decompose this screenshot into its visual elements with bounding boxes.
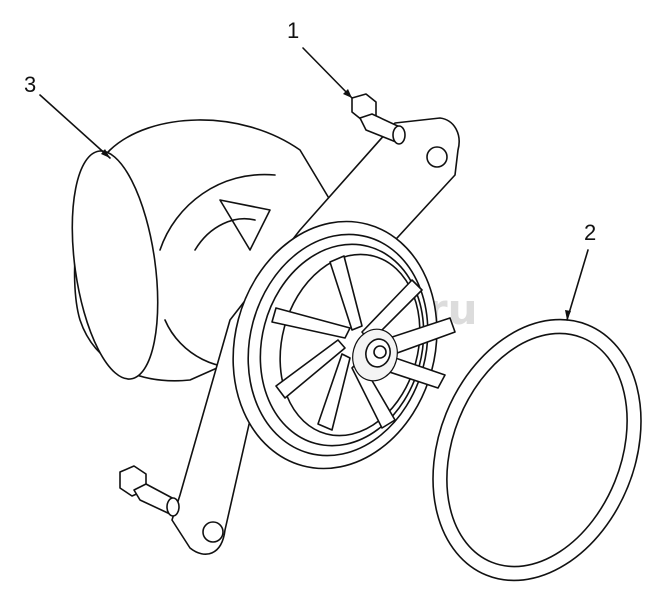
leader-line-2 bbox=[566, 249, 589, 321]
callout-3: 3 bbox=[24, 72, 36, 97]
leader-line-1 bbox=[302, 47, 353, 99]
impeller bbox=[271, 253, 456, 437]
bolt-top bbox=[351, 93, 406, 145]
callout-2: 2 bbox=[584, 220, 596, 245]
leader-line-3 bbox=[39, 94, 111, 159]
gasket-ring bbox=[432, 318, 642, 582]
leader-lines bbox=[39, 47, 589, 321]
callout-1: 1 bbox=[287, 18, 299, 43]
bolt-hole-top bbox=[426, 146, 448, 168]
bolt-hole-bottom bbox=[202, 521, 224, 543]
bolt-bottom bbox=[119, 465, 180, 517]
